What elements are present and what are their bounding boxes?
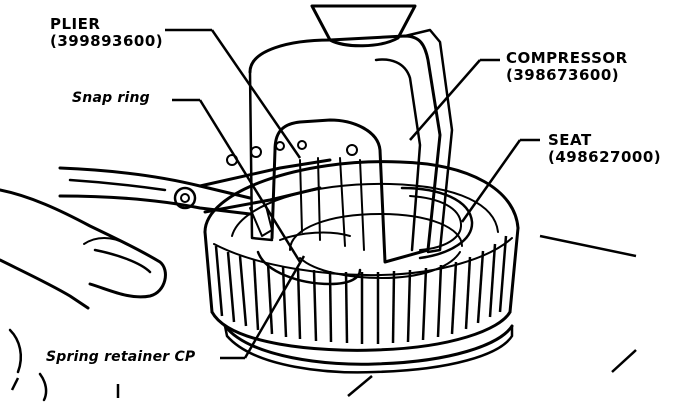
plier-tool [58,140,358,237]
compressor-tool [248,4,454,264]
plier-label: PLIER (399893600) [50,15,164,51]
plier-name: PLIER [50,15,101,33]
compressor-part-number: (398673600) [506,66,620,85]
leader-lines [10,28,637,398]
compressor-name: COMPRESSOR [506,49,628,67]
hand [0,188,167,402]
spring-retainer-label: Spring retainer CP [46,349,196,365]
plier-part-number: (399893600) [50,32,164,51]
seat-label: SEAT (498627000) [548,131,662,167]
drum-splines [214,235,508,344]
snap-ring-label: Snap ring [72,90,150,106]
seat-part-number: (498627000) [548,148,662,167]
clutch-drum [203,160,520,374]
snap-ring [226,140,358,166]
compressor-label: COMPRESSOR (398673600) [506,49,628,85]
seat-name: SEAT [548,131,592,149]
